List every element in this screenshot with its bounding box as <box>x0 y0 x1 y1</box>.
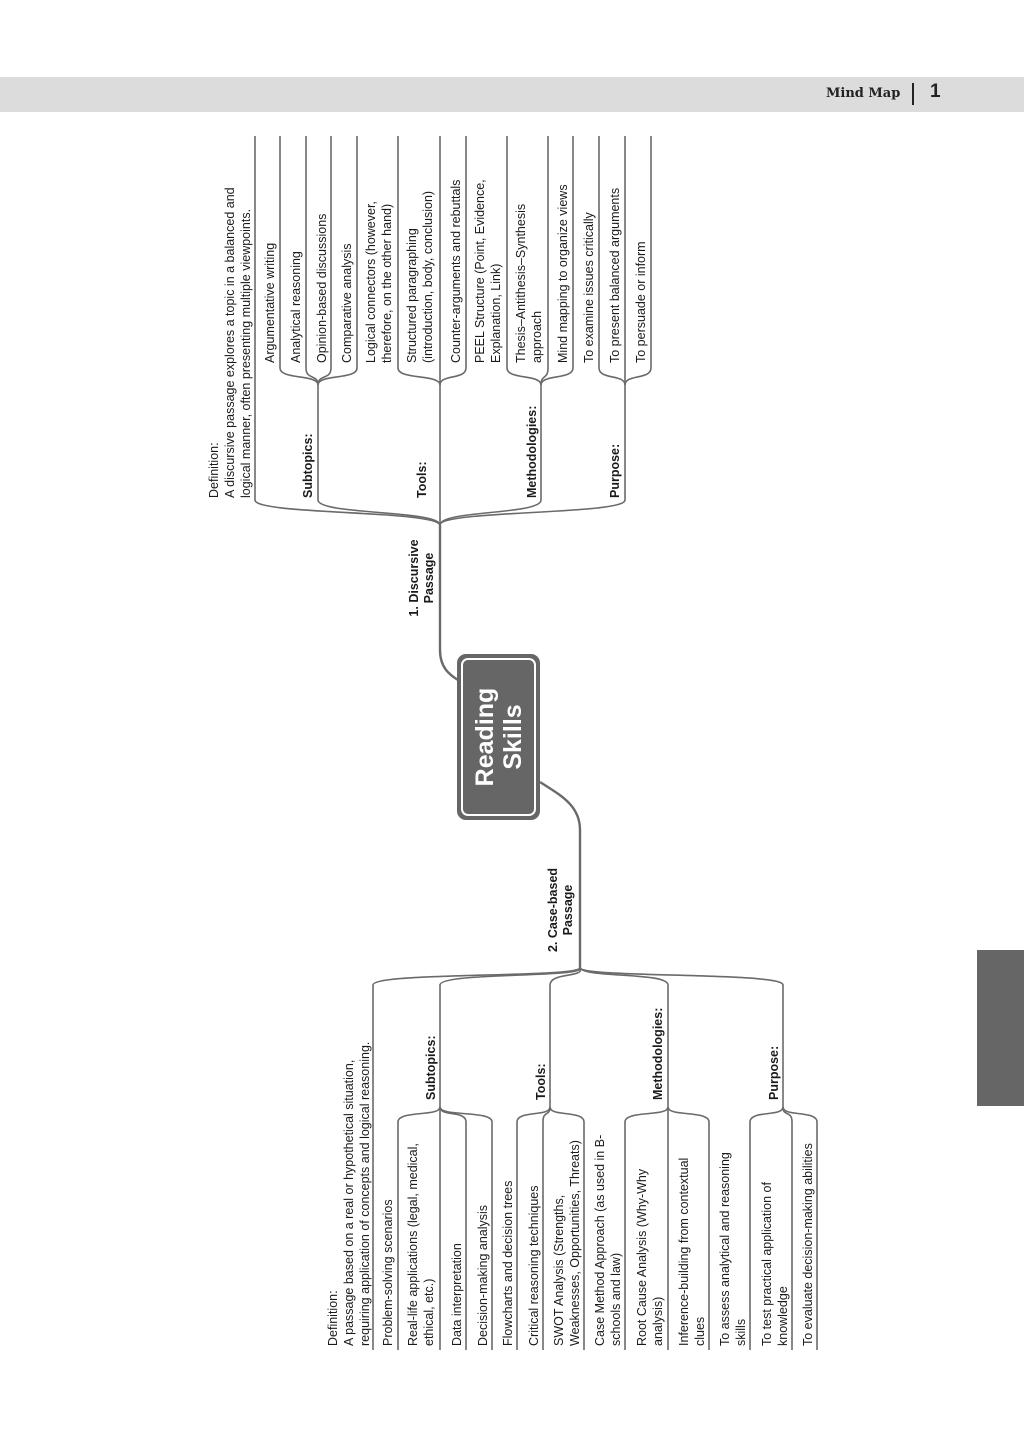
list-item: To assess analytical and reasoning <box>718 1152 732 1346</box>
list-item: Critical reasoning techniques <box>527 1185 541 1346</box>
list-item: Argumentative writing <box>263 243 277 363</box>
list-item: Problem-solving scenarios <box>381 1199 395 1346</box>
list-item: To persuade or inform <box>634 241 648 363</box>
group-line <box>439 385 542 526</box>
list-item: Thesis–Antithesis–Synthesis <box>514 204 528 363</box>
group-label: Methodologies: <box>651 1008 665 1100</box>
item-line <box>749 1106 784 1350</box>
group-label: Purpose: <box>608 444 622 498</box>
group-label: Purpose: <box>767 1046 781 1100</box>
item-line <box>397 1106 441 1350</box>
center-title-line-1: Reading <box>471 688 499 787</box>
list-item: (introduction, body, conclusion) <box>421 191 435 363</box>
list-item: knowledge <box>776 1286 790 1346</box>
item-line <box>542 1106 551 1350</box>
list-item: Explanation, Link) <box>489 264 503 363</box>
list-item: To test practical application of <box>760 1181 774 1346</box>
item-line <box>598 136 626 386</box>
list-item: Case Method Approach (as used in B- <box>593 1135 607 1346</box>
item-line <box>516 1106 551 1350</box>
group-label: Methodologies: <box>525 406 539 498</box>
item-line <box>782 1106 818 1350</box>
list-item: To present balanced arguments <box>608 188 622 363</box>
list-item: Root Cause Analysis (Why-Why <box>635 1168 649 1346</box>
item-line <box>549 1106 585 1350</box>
running-header: Mind Map 1 <box>0 77 1024 112</box>
list-item: To examine issues critically <box>582 212 596 363</box>
center-node: Reading Skills <box>457 654 540 820</box>
item-line <box>397 136 441 386</box>
list-item: Logical connectors (however, <box>364 201 378 363</box>
item-line <box>667 1106 710 1350</box>
list-item: Data interpretation <box>450 1243 464 1346</box>
list-item: Comparative analysis <box>340 244 354 364</box>
list-item: clues <box>693 1317 707 1346</box>
header-divider <box>912 83 914 105</box>
branch-label-discursive: 1. Discursive <box>407 539 421 616</box>
item-line <box>439 1106 493 1350</box>
item-line <box>624 136 652 386</box>
center-title-line-2: Skills <box>499 704 527 769</box>
group-line <box>439 967 581 1107</box>
branch-label-casebased: 2. Case-based <box>546 868 560 952</box>
group-line <box>549 967 581 1107</box>
list-item: skills <box>734 1319 748 1346</box>
group-line <box>439 385 626 526</box>
connector-lines <box>254 136 818 1350</box>
group-label: Tools: <box>534 1063 548 1100</box>
list-item: Weaknesses, Opportunities, Threats) <box>568 1140 582 1346</box>
list-item: PEEL Structure (Point, Evidence, <box>473 179 487 363</box>
branch-label-discursive: Passage <box>422 553 436 604</box>
list-item: Structured paragraphing <box>405 228 419 363</box>
definition-line <box>372 967 581 1350</box>
list-item: To evaluate decision-making abilities <box>801 1143 815 1346</box>
list-item: Inference-building from contextual <box>677 1158 691 1346</box>
branch-line-discursive <box>438 525 459 682</box>
branch-line-casebased <box>539 780 582 968</box>
center-box <box>457 654 540 820</box>
center-box-border <box>461 658 536 816</box>
item-line <box>439 136 467 386</box>
item-line <box>279 136 319 386</box>
group-label: Subtopics: <box>424 1035 438 1100</box>
list-item: Analytical reasoning <box>289 251 303 363</box>
definition-text: A passage based on a real or hypothetica… <box>342 1060 356 1346</box>
header-title: Mind Map <box>826 86 901 101</box>
list-item: Decision-making analysis <box>476 1205 490 1346</box>
list-item: ethical, etc.) <box>422 1279 436 1346</box>
group-line <box>579 967 784 1107</box>
list-item: Counter-arguments and rebuttals <box>449 180 463 363</box>
item-line <box>317 136 358 386</box>
group-label: Subtopics: <box>301 433 315 498</box>
branch-label-casebased: Passage <box>561 885 575 936</box>
list-item: Opinion-based discussions <box>315 214 329 363</box>
list-item: approach <box>530 311 544 363</box>
definition-text: logical manner, often presenting multipl… <box>239 209 253 498</box>
definition-text: Definition: <box>326 1290 340 1346</box>
item-line <box>540 136 574 386</box>
item-line <box>506 136 542 386</box>
list-item: analysis) <box>651 1297 665 1346</box>
list-item: Mind mapping to organize views <box>556 184 570 363</box>
definition-text: requiring application of concepts and lo… <box>358 1042 372 1346</box>
list-item: Flowcharts and decision trees <box>501 1181 515 1346</box>
definition-line <box>254 136 441 526</box>
list-item: schools and law) <box>609 1253 623 1346</box>
item-line <box>624 1106 669 1350</box>
group-label: Tools: <box>415 461 429 498</box>
definition-text: Definition: <box>207 442 221 498</box>
group-line <box>317 385 441 526</box>
definition-text: A discursive passage explores a topic in… <box>223 187 237 498</box>
list-item: Real-life applications (legal, medical, <box>406 1143 420 1346</box>
side-tab <box>977 950 1024 1106</box>
list-item: therefore, on the other hand) <box>380 204 394 363</box>
page-number: 1 <box>930 81 941 102</box>
list-item: SWOT Analysis (Strengths, <box>552 1195 566 1346</box>
